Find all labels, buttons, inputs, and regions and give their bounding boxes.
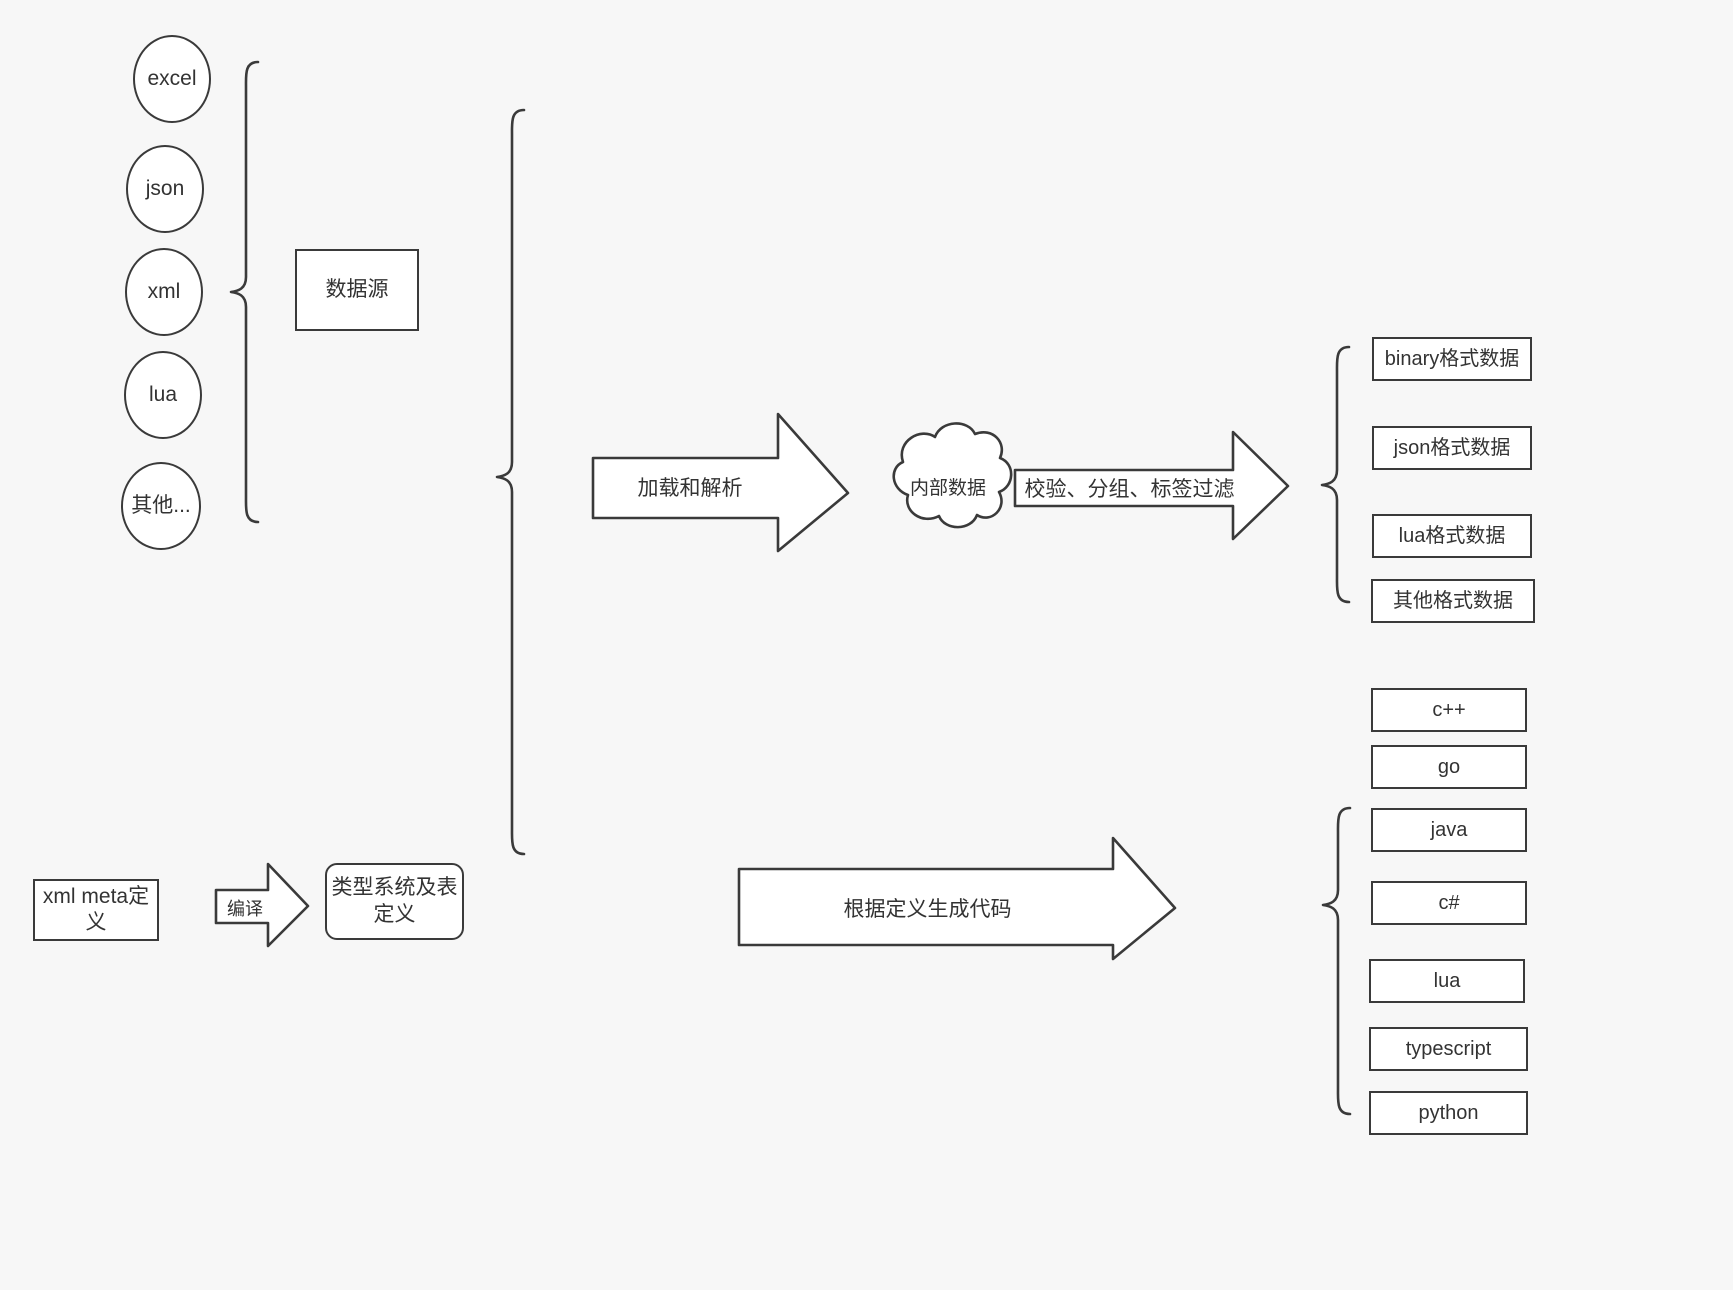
- output-format-brace: [1320, 345, 1351, 604]
- language-box-csharp[interactable]: c#: [1371, 881, 1527, 925]
- source-node-lua[interactable]: lua: [124, 351, 202, 439]
- load-parse-arrow-shape: [591, 412, 850, 553]
- language-box-go[interactable]: go: [1371, 745, 1527, 789]
- type-system-box[interactable]: 类型系统及表定义: [325, 863, 464, 940]
- compile-arrow-label: 编译: [227, 899, 263, 919]
- language-box-lua[interactable]: lua: [1369, 959, 1525, 1003]
- language-box-typescript[interactable]: typescript: [1369, 1027, 1528, 1071]
- source-node-excel[interactable]: excel: [133, 35, 211, 123]
- source-label: 其他...: [131, 493, 191, 517]
- source-node-xml[interactable]: xml: [125, 248, 203, 336]
- source-label: json: [145, 176, 185, 200]
- load-parse-arrow-label: 加载和解析: [637, 477, 743, 500]
- output-format-box-lua[interactable]: lua格式数据: [1372, 514, 1532, 558]
- source-label: excel: [147, 66, 197, 90]
- source-node-other[interactable]: 其他...: [121, 462, 201, 550]
- source-group-brace: [229, 60, 260, 524]
- source-label: xml: [147, 279, 181, 303]
- language-box-java[interactable]: java: [1371, 808, 1527, 852]
- codegen-arrow-label: 根据定义生成代码: [843, 898, 1012, 921]
- data-source-label: 数据源: [325, 277, 389, 301]
- compile-arrow-shape: [214, 862, 310, 948]
- pipeline-input-brace: [495, 108, 526, 856]
- language-box-cpp[interactable]: c++: [1371, 688, 1527, 732]
- source-label: lua: [148, 382, 178, 406]
- codegen-arrow-shape: [737, 836, 1177, 961]
- output-format-box-binary[interactable]: binary格式数据: [1372, 337, 1532, 381]
- data-source-box[interactable]: 数据源: [295, 249, 419, 331]
- xml-meta-definition-box[interactable]: xml meta定义: [33, 879, 159, 941]
- filter-arrow-shape: [1013, 430, 1290, 541]
- language-group-brace: [1321, 806, 1352, 1116]
- language-box-python[interactable]: python: [1369, 1091, 1528, 1135]
- internal-data-cloud-shape: [892, 422, 1013, 529]
- output-format-box-json[interactable]: json格式数据: [1372, 426, 1532, 470]
- filter-arrow-label: 校验、分组、标签过滤: [1024, 478, 1235, 501]
- source-node-json[interactable]: json: [126, 145, 204, 233]
- internal-data-cloud-label: 内部数据: [909, 477, 986, 499]
- output-format-box-other[interactable]: 其他格式数据: [1371, 579, 1535, 623]
